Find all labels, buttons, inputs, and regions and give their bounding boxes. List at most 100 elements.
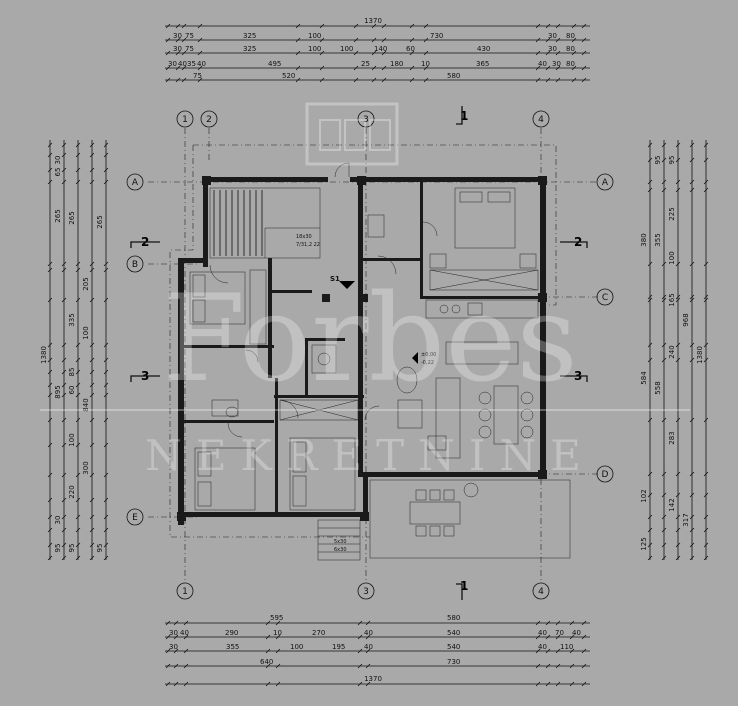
dim-label: 165 [668,293,676,306]
dim-label: 30 [548,45,557,53]
dim-tick [103,261,109,267]
dim-tick [555,648,561,654]
dim-label: 95 [654,156,662,165]
dim-label: 35 [187,60,196,68]
dining-table [493,385,519,445]
dim-tick [535,77,541,83]
dim-tick [675,142,681,148]
dim-tick [661,142,667,148]
dim-label: 30 [54,516,62,525]
dim-tick [555,65,561,71]
dim-tick [173,620,179,626]
dim-tick [75,369,81,375]
dim-label: 365 [476,60,489,68]
dim-label: 75 [185,32,194,40]
dim-tick [689,542,695,548]
dim-tick [365,681,371,687]
dim-tick [647,514,653,520]
dim-label: 355 [226,643,239,651]
shower-icon [311,344,337,374]
dim-label: 968 [682,313,690,326]
dim-tick [689,514,695,520]
dim-tick [545,50,551,56]
dim-tick [61,442,67,448]
dim-label: 40 [572,629,581,637]
dim-tick [165,663,171,669]
dim-label: 65 [54,168,62,177]
dim-tick [61,342,67,348]
watermark-sub: NEKRETNINE [145,431,595,480]
dim-label: 40 [538,629,547,637]
dim-label: 95 [96,544,104,553]
dim-tick [61,357,67,363]
dim-label: 75 [185,45,194,53]
dim-tick [545,663,551,669]
dim-tick [647,527,653,533]
top-dimensions: 1370 30 75 325 100 730 30 80 30 75 325 1… [165,17,590,83]
dim-tick [61,417,67,423]
dim-tick [75,167,81,173]
dim-tick [535,648,541,654]
dim-top-total: 1370 [364,17,382,25]
plant-icon [463,482,479,498]
toilet-icon [225,406,239,418]
bed-icon [454,187,516,249]
dim-tick [175,65,181,71]
dim-tick [183,681,189,687]
dim-label: 430 [477,45,490,53]
dim-tick [175,77,181,83]
watermark-logo-icon [305,102,399,166]
dim-label: 10 [273,629,282,637]
level-label-2: -0,22 [421,360,434,366]
dim-label: 80 [566,60,575,68]
section-markers: 2 2 3 3 1 1 [130,106,588,600]
dim-tick [675,492,681,498]
dim-tick [165,37,171,43]
dim-tick [89,142,95,148]
dim-tick [555,634,561,640]
grid-label-4: 4 [538,115,544,125]
dim-label: 100 [82,326,90,339]
dim-tick [647,142,653,148]
dim-tick [181,50,187,56]
dim-tick [647,261,653,267]
dim-left-total: 1380 [40,346,48,364]
dim-label: 40 [180,629,189,637]
dim-tick [165,65,171,71]
dim-tick [61,527,67,533]
dim-tick [703,187,709,193]
dim-tick [581,648,587,654]
dim-tick [555,663,561,669]
dim-tick [89,167,95,173]
step-size-label: 5x30 [334,539,347,545]
dim-tick [197,23,203,29]
dim-label: 100 [308,32,321,40]
dim-tick [689,527,695,533]
dim-tick [183,634,189,640]
terrace-table [409,501,461,525]
bottom-dimensions: 595 580 30 40 290 10 270 40 540 40 70 40… [165,614,590,687]
dim-tick [689,187,695,193]
dim-tick [75,342,81,348]
dim-tick [703,555,709,561]
dim-label: 40 [178,60,187,68]
dim-tick [357,634,363,640]
dim-tick [571,77,577,83]
dim-tick [295,77,301,83]
dim-tick [61,142,67,148]
dim-label: 895 [54,385,62,398]
dim-tick [47,167,53,173]
dim-tick [165,634,171,640]
dim-tick [75,442,81,448]
dim-tick [675,542,681,548]
dim-tick [47,261,53,267]
dim-tick [703,261,709,267]
dim-tick [47,369,53,375]
dim-tick [689,492,695,498]
dim-tick [103,342,109,348]
dim-tick [89,152,95,158]
dim-tick [183,663,189,669]
dim-label: 30 [168,60,177,68]
right-dimensions: 968 317 1380 380 584 102 142 125 95 355 … [640,140,709,561]
dim-tick [75,179,81,185]
